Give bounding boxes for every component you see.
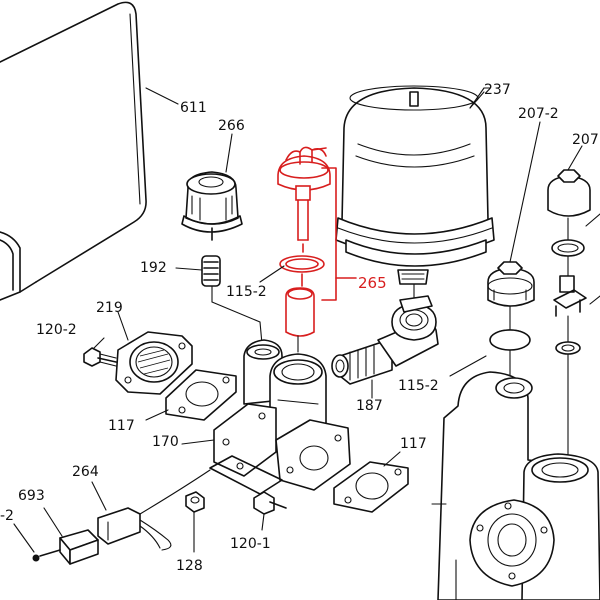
label-207-2: 207-2 (518, 106, 559, 122)
part-120-2-bolt (83, 347, 117, 367)
part-265-assembly (277, 146, 357, 337)
elbow-fitting (377, 295, 439, 367)
part-128-nut (185, 491, 205, 553)
label-115-2-lower: 115-2 (398, 378, 439, 394)
right-housing (431, 371, 600, 600)
part-611-panel (0, 1, 147, 301)
label-192: 192 (140, 260, 167, 276)
part-192-connector (175, 255, 263, 345)
label-128: 128 (176, 558, 203, 574)
part-120-1-bolt (253, 491, 287, 531)
label-120-2: 120-2 (36, 322, 77, 338)
label-dash-2: -2 (0, 508, 14, 524)
label-187: 187 (356, 398, 383, 414)
part-266-cap (181, 133, 243, 241)
label-117-left: 117 (108, 418, 135, 434)
label-693: 693 (18, 488, 45, 504)
label-117-right: 117 (400, 436, 427, 452)
part-219-sight-glass (115, 311, 193, 395)
leader-lines (93, 87, 485, 349)
part-265-head (277, 155, 331, 191)
label-115-2-upper: 115-2 (226, 284, 267, 300)
label-237: 237 (484, 82, 511, 98)
label-219: 219 (96, 300, 123, 316)
part-693-bracket (13, 507, 99, 565)
part-115-2-lower-ring (449, 329, 531, 377)
label-120-1: 120-1 (230, 536, 271, 552)
label-170: 170 (152, 434, 179, 450)
manifold-body (181, 335, 351, 495)
part-187-fitting (331, 341, 393, 399)
label-264: 264 (72, 464, 99, 480)
part-264-sensor (91, 469, 211, 551)
label-266: 266 (218, 118, 245, 134)
label-611: 611 (180, 100, 207, 116)
part-237-reservoir (335, 85, 495, 303)
part-117-right-gasket (333, 451, 409, 513)
part-207-right-cap (547, 145, 600, 463)
label-265: 265 (358, 274, 387, 292)
part-117-left-gasket (145, 369, 237, 421)
part-labels: 611 266 237 207-2 207 192 115-2 265 219 … (0, 82, 599, 574)
label-207-right: 207 (572, 132, 599, 148)
